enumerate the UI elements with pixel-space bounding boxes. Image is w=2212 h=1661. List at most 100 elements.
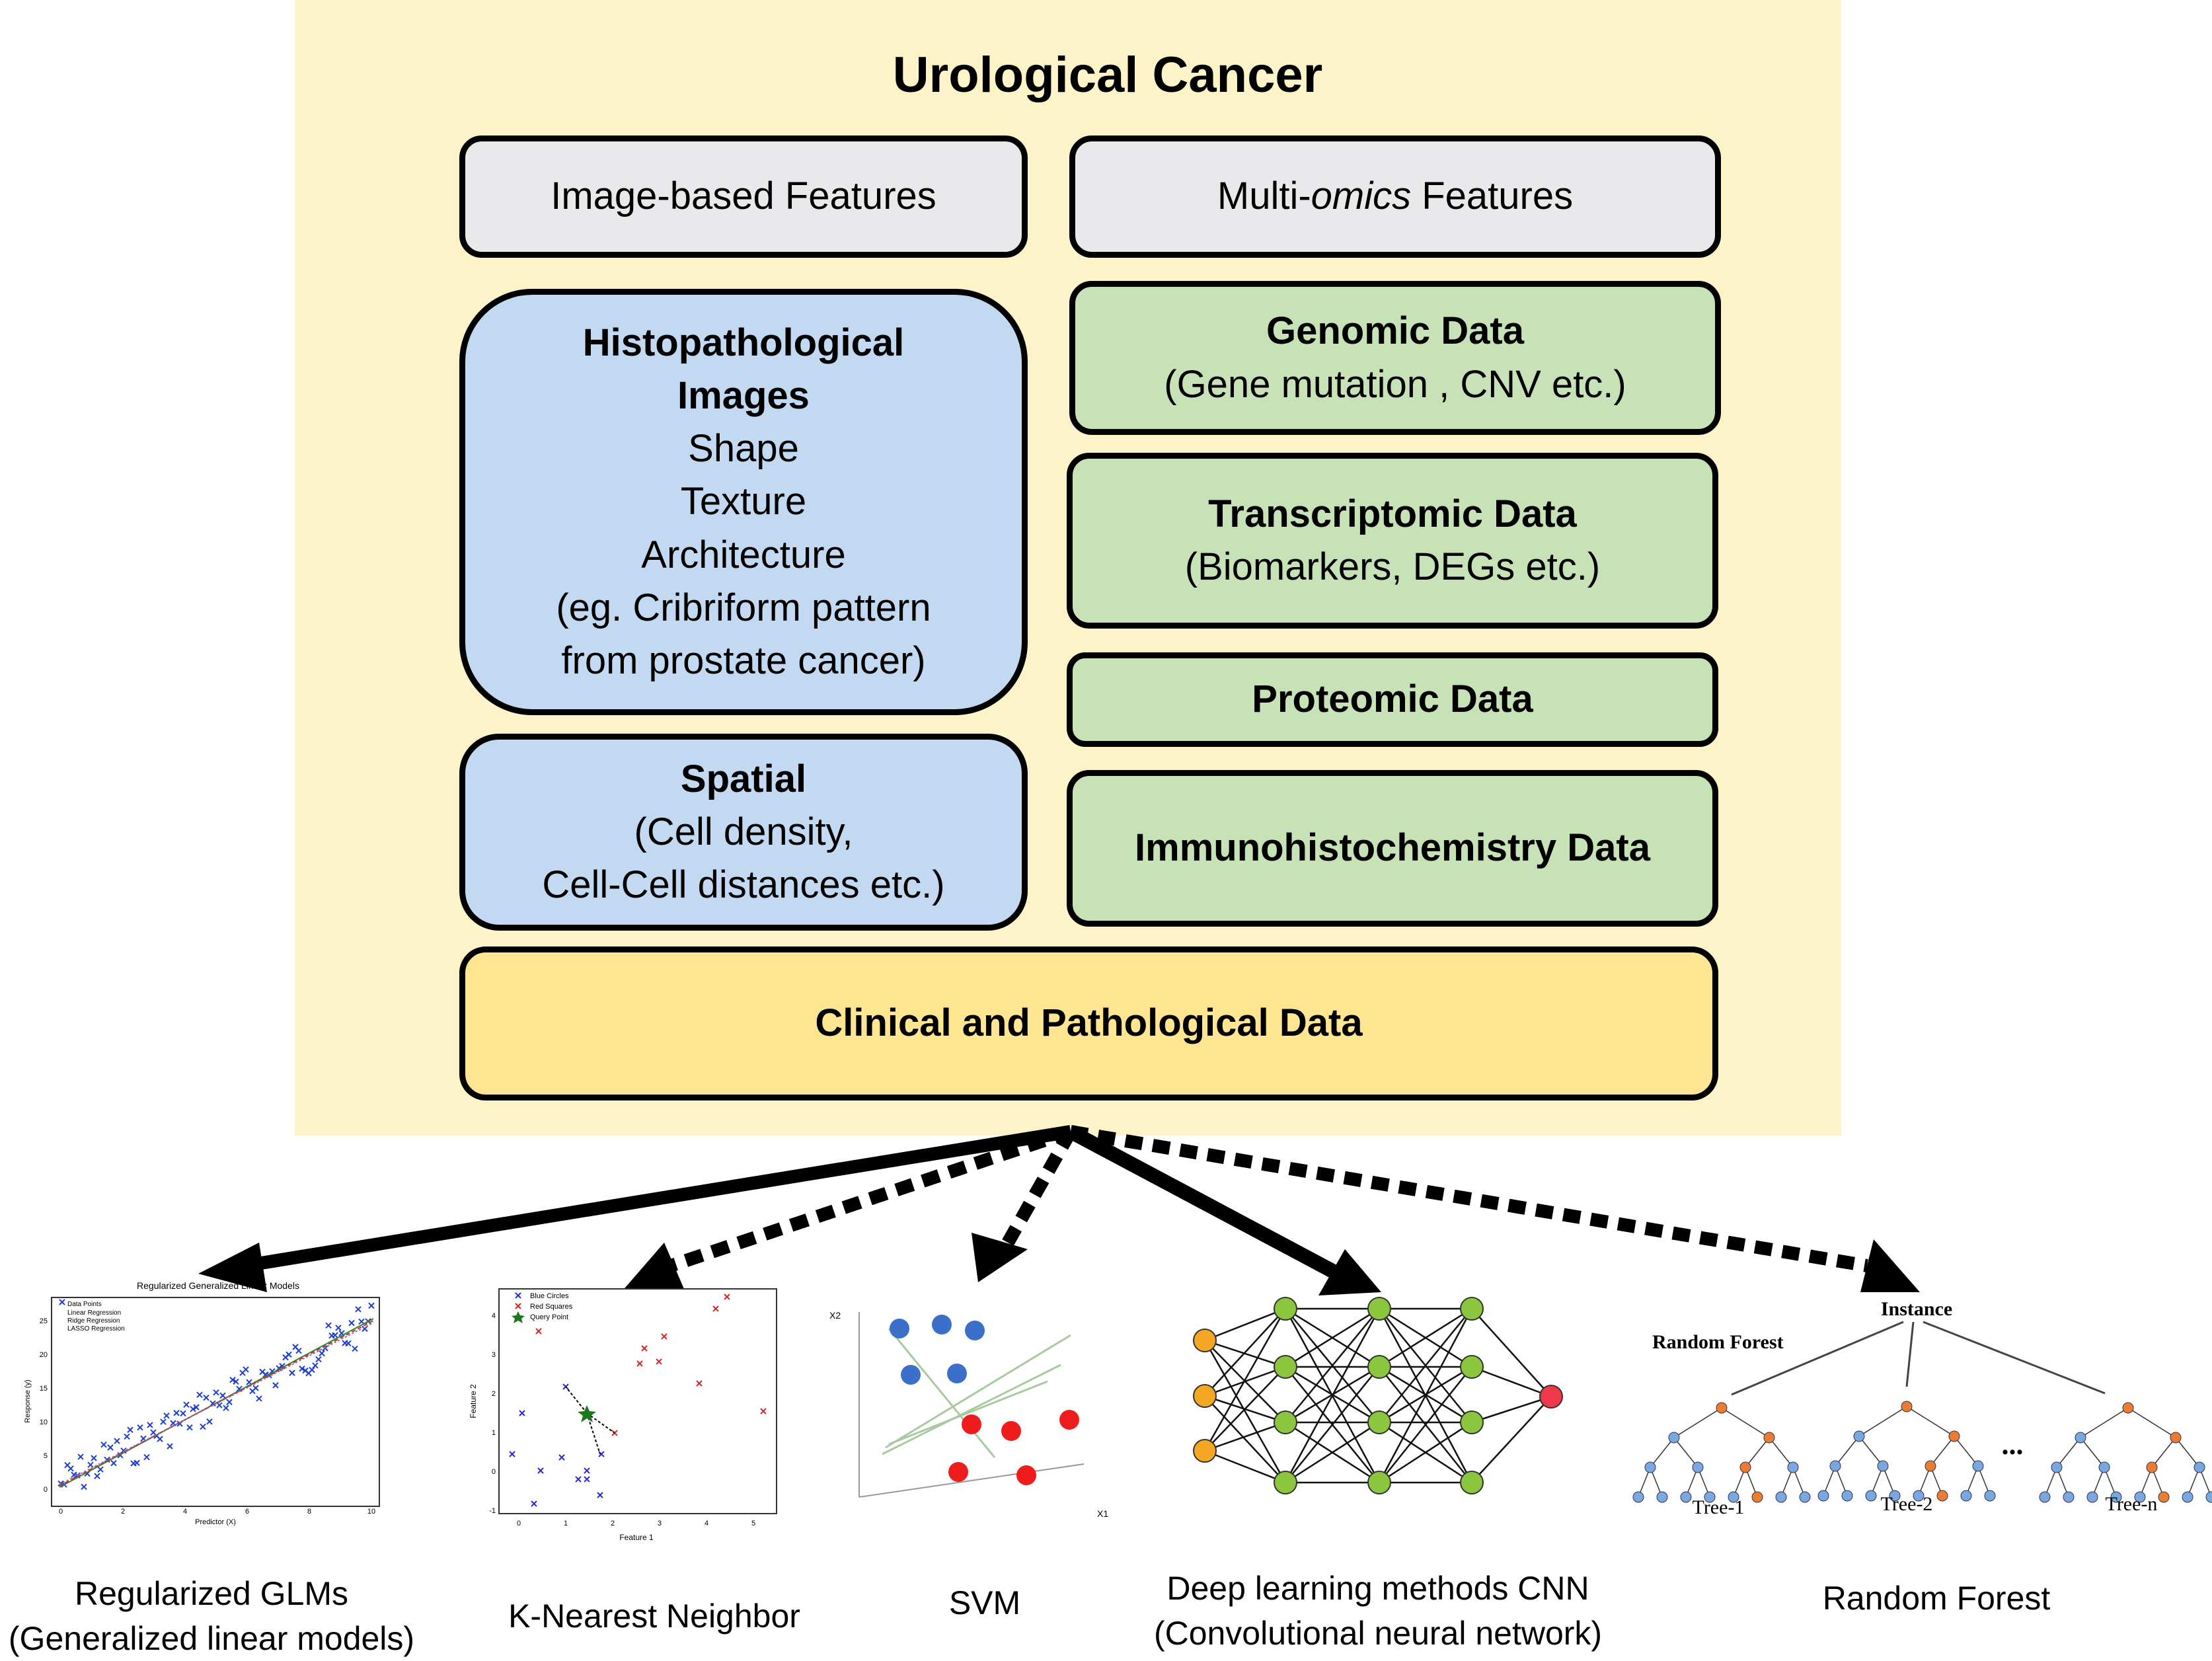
rf-tree-node	[2087, 1492, 2098, 1502]
svm-ylabel: X2	[829, 1310, 841, 1321]
rf-tree-node	[2063, 1492, 2074, 1502]
rf-branch-2	[1907, 1322, 1913, 1387]
svm-red-point	[1001, 1421, 1021, 1441]
rf-instance-label: Instance	[1881, 1298, 1952, 1320]
svm-red-point	[1059, 1410, 1079, 1430]
svm-axis-x	[859, 1464, 1084, 1497]
glm-ytick-1: 5	[44, 1452, 48, 1460]
rf-tree-node	[2099, 1462, 2110, 1473]
glm-legend-3: LASSO Regression	[67, 1325, 125, 1333]
glm-legend-2: Ridge Regression	[67, 1317, 120, 1325]
rf-tree-node	[1657, 1492, 1667, 1502]
glm-xticks: 0 2 4 6 8 10	[59, 1508, 375, 1516]
cnn-neuron	[1461, 1471, 1483, 1494]
rf-tree-edge	[1835, 1436, 1859, 1466]
cnn-neuron	[1274, 1471, 1297, 1494]
knn-ytick-5: 4	[492, 1312, 496, 1320]
knn-xtick-4: 4	[705, 1520, 708, 1527]
rf-tree-node	[2040, 1492, 2050, 1502]
cnn-neuron	[1194, 1329, 1216, 1352]
knn-ylabel: Feature 2	[469, 1384, 478, 1418]
rf-tree-node	[2158, 1492, 2169, 1502]
cnn-label-2: (Convolutional neural network)	[1117, 1611, 1639, 1656]
rf-tree-node	[1866, 1490, 1876, 1501]
svm-points	[890, 1315, 1079, 1485]
glm-xtick-2: 4	[183, 1508, 187, 1516]
cnn-connection	[1472, 1309, 1551, 1397]
cnn-connection	[1205, 1309, 1285, 1340]
rf-tree-edge	[1769, 1438, 1793, 1467]
glm-ytick-4: 20	[40, 1351, 48, 1359]
glm-xtick-0: 0	[59, 1508, 63, 1516]
rf-tree-node	[2206, 1492, 2212, 1502]
rf-tree-node	[1752, 1492, 1763, 1502]
rf-tree-edge	[2080, 1438, 2104, 1467]
knn-xtick-1: 1	[564, 1520, 568, 1527]
knn-ytick-3: 2	[492, 1390, 496, 1398]
rf-title: Random Forest	[1652, 1331, 1784, 1353]
cnn-label-1: Deep learning methods CNN	[1117, 1566, 1639, 1611]
knn-ytick-0: -1	[489, 1507, 496, 1515]
svm-line-4	[889, 1381, 1048, 1444]
rf-tree-node	[1800, 1492, 1810, 1502]
glm-ytick-0: 0	[44, 1486, 48, 1494]
cnn-neuron	[1194, 1440, 1216, 1462]
cnn-connection	[1205, 1451, 1285, 1483]
rf-tree-node	[1830, 1461, 1841, 1471]
knn-ytick-4: 3	[492, 1351, 496, 1359]
cnn-neuron	[1461, 1411, 1483, 1434]
cnn-neuron	[1461, 1297, 1483, 1320]
svm-red-point	[962, 1414, 981, 1434]
rf-tree-2-label: Tree-2	[1881, 1493, 1933, 1515]
svm-blue-point	[947, 1364, 967, 1383]
rf-tree-edge	[1859, 1407, 1907, 1436]
knn-plot-area	[499, 1289, 777, 1514]
rf-tree-edge	[1859, 1436, 1883, 1466]
cnn-neuron	[1274, 1297, 1297, 1320]
rf-tree-edge	[2152, 1438, 2176, 1467]
rf-tree-edge	[1722, 1408, 1769, 1438]
rf-tree-node	[1716, 1403, 1727, 1413]
arrow-cnn	[1071, 1132, 1335, 1272]
cnn-connection	[1472, 1367, 1551, 1397]
rf-tree-edge	[1650, 1438, 1674, 1467]
rf-tree-node	[1949, 1431, 1960, 1442]
rf-branch-3	[1923, 1322, 2105, 1393]
svm-red-point	[1016, 1465, 1036, 1485]
rf-tree-node	[1901, 1401, 1912, 1412]
rf-trees	[1633, 1401, 2212, 1502]
glm-xtick-1: 2	[121, 1508, 125, 1516]
arrow-knn-head	[621, 1243, 684, 1292]
rf-tree-node	[1818, 1490, 1829, 1501]
knn-legend-1: Red Squares	[530, 1303, 573, 1311]
rf-tree-node	[1925, 1461, 1936, 1471]
rf-tree-node	[1740, 1462, 1751, 1473]
glm-xlabel: Predictor (X)	[195, 1518, 236, 1526]
rf-tree-node	[1693, 1462, 1703, 1473]
knn-thumbnail: Blue Circles Red Squares Query Point 0 1…	[469, 1289, 777, 1542]
rf-tree-edge	[1674, 1438, 1698, 1467]
svm-blue-point	[901, 1365, 921, 1385]
rf-tree-node	[2170, 1432, 2181, 1443]
rf-tree-node	[1669, 1432, 1679, 1443]
glm-ytick-2: 10	[40, 1418, 48, 1426]
rf-tree-node	[1937, 1490, 1948, 1501]
glm-xtick-4: 8	[307, 1508, 311, 1516]
glm-label: Regularized GLMs (Generalized linear mod…	[0, 1572, 423, 1661]
cnn-neuron	[1274, 1356, 1297, 1378]
arrow-glm	[245, 1132, 1071, 1266]
svm-red-point	[948, 1462, 968, 1482]
cnn-neuron	[1368, 1356, 1391, 1378]
glm-thumbnail: Regularized Generalized Linear Models Da…	[24, 1280, 379, 1526]
rf-tree-node	[1878, 1461, 1888, 1471]
rf-tree-node	[1788, 1462, 1798, 1473]
svm-blue-point	[890, 1319, 909, 1338]
cnn-neuron	[1540, 1385, 1562, 1408]
knn-ytick-2: 1	[492, 1429, 496, 1437]
knn-xtick-0: 0	[517, 1520, 521, 1527]
glm-legend-0: Data Points	[67, 1301, 102, 1308]
glm-ytick-3: 15	[40, 1385, 48, 1393]
knn-ytick-1: 0	[492, 1468, 496, 1476]
rf-tree-1-label: Tree-1	[1693, 1496, 1745, 1518]
arrow-rf-head	[1860, 1239, 1920, 1292]
